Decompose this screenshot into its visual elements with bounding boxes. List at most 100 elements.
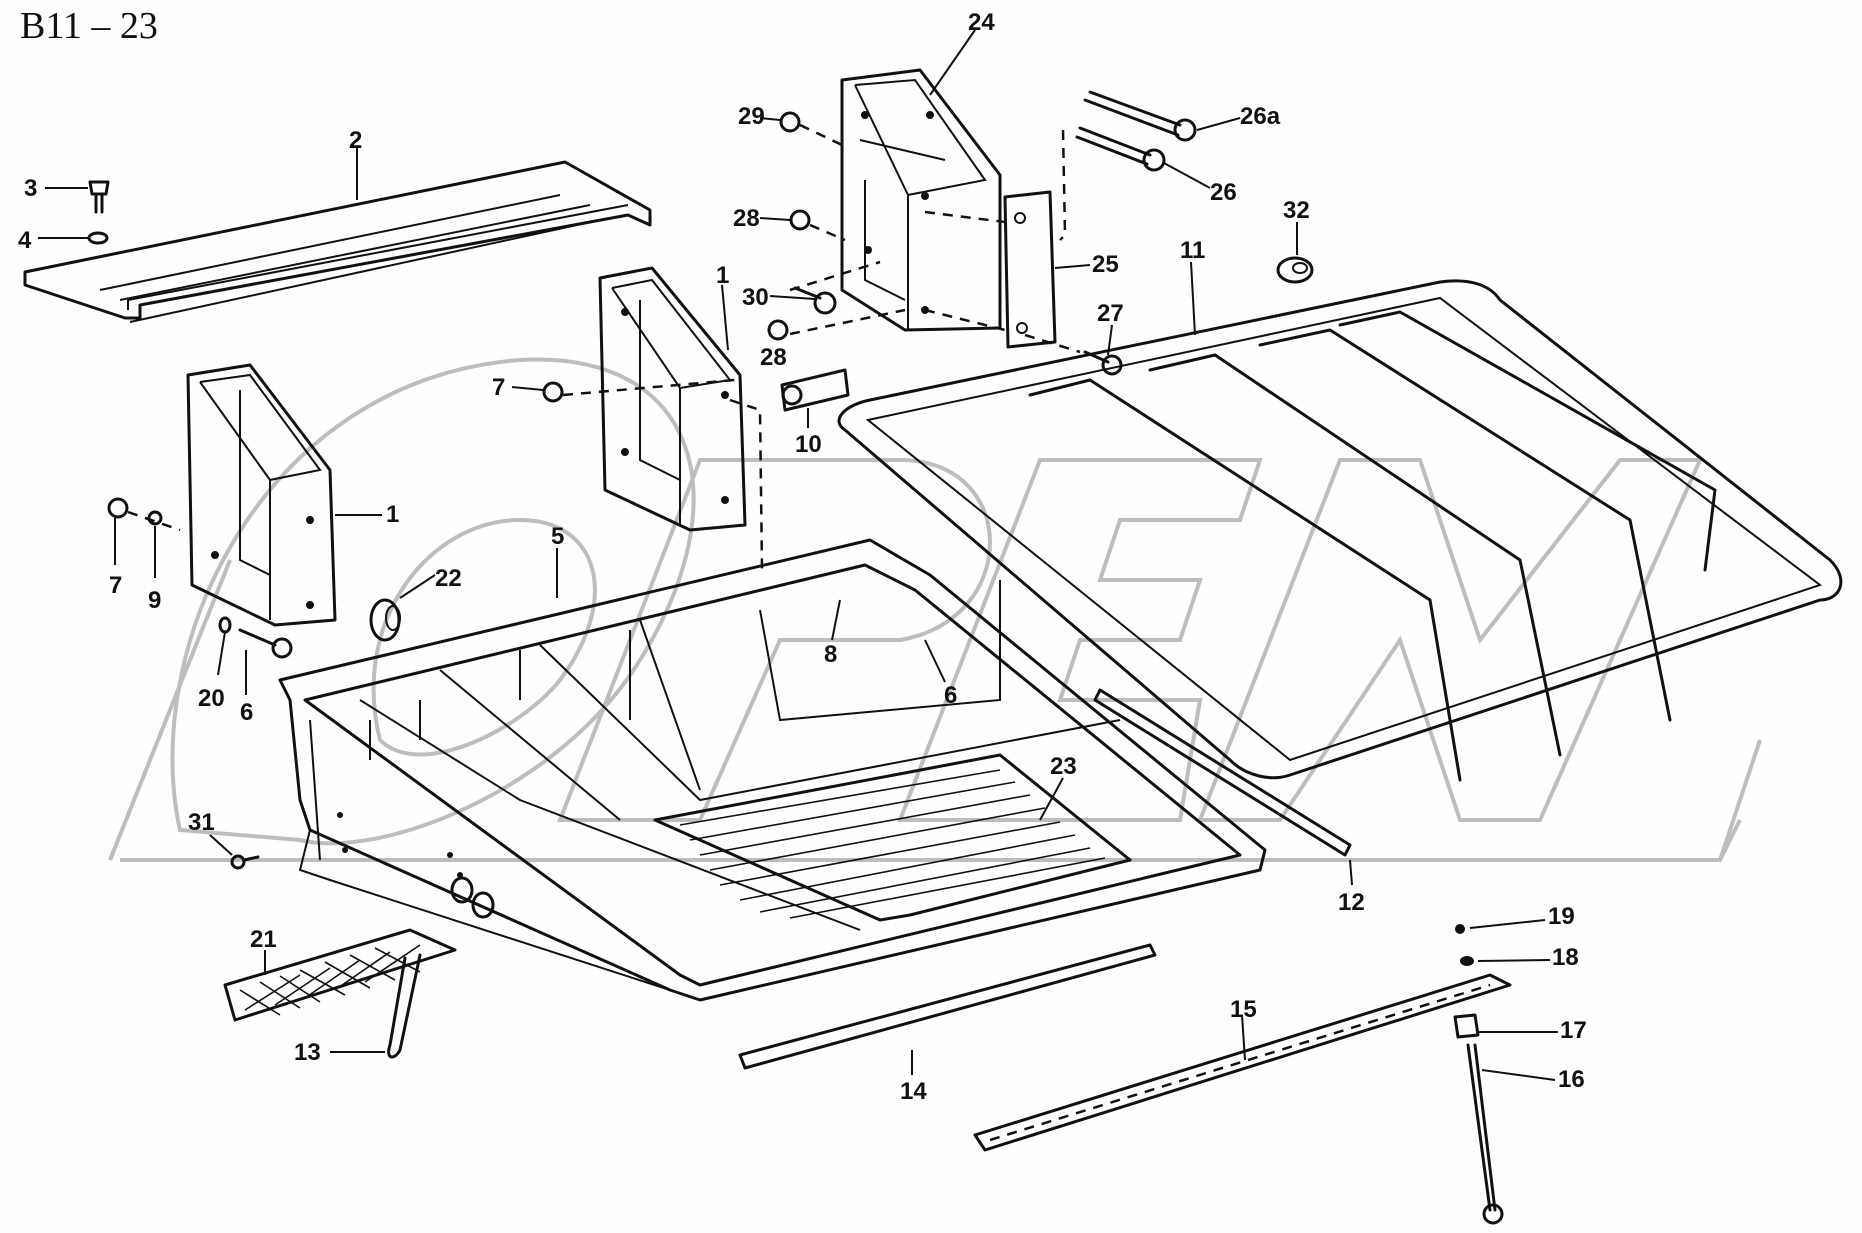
part-21-step [223, 928, 457, 1022]
leader-29 [759, 117, 781, 121]
callout-11: 11 [1180, 237, 1205, 264]
callout-23: 23 [1050, 753, 1077, 780]
assembly-line-26 [1059, 129, 1067, 241]
callout-1a: 1 [716, 262, 729, 289]
part-20-washer [218, 616, 232, 634]
callout-7a: 7 [492, 374, 505, 401]
part-1-bracket-left [186, 363, 337, 627]
assembly-line-29 [799, 123, 843, 147]
part-hook [450, 876, 495, 919]
leader-31 [209, 834, 233, 856]
part-24-bracket [840, 68, 1002, 332]
part-10-pin [780, 368, 850, 412]
part-30-screw [793, 286, 837, 315]
watermark [108, 357, 1762, 862]
callout-8: 8 [824, 641, 837, 668]
leader-24 [929, 29, 976, 96]
callout-18: 18 [1552, 944, 1579, 971]
callout-30: 30 [742, 284, 769, 311]
leader-8 [831, 599, 841, 641]
callout-2: 2 [349, 127, 362, 154]
diagram-title: B11 – 23 [20, 5, 158, 47]
callout-28a: 28 [733, 205, 760, 232]
leader-19 [1469, 919, 1546, 929]
part-18-washer [1460, 956, 1474, 966]
callout-32: 32 [1283, 197, 1310, 224]
leader-22 [399, 574, 436, 599]
callout-26a: 26a [1240, 103, 1281, 130]
part-2-rail [23, 160, 652, 323]
leader-12 [1349, 859, 1353, 886]
leader-18 [1477, 959, 1551, 962]
part-4-washer [87, 231, 109, 245]
callout-labels: 24 29 26a 28 26 32 11 25 30 28 27 2 3 4 … [18, 9, 1587, 1105]
part-32-grommet [1276, 256, 1314, 284]
leader-28a [759, 217, 791, 221]
callout-17: 17 [1560, 1017, 1587, 1044]
callout-24: 24 [968, 9, 995, 36]
part-5-battery-tray [278, 538, 1267, 1002]
leader-7a [511, 386, 544, 391]
callout-26: 26 [1210, 179, 1237, 206]
assembly-line-30 [789, 210, 1081, 354]
callout-14: 14 [900, 1078, 927, 1105]
leader-6a [924, 639, 946, 683]
part-7-nut-left [107, 497, 129, 519]
part-16-bolt [1466, 1043, 1504, 1225]
callout-1b: 1 [386, 501, 399, 528]
assembly-line-7 [127, 510, 181, 532]
leader-15 [1241, 1014, 1246, 1061]
part-26a-bolt [1083, 90, 1197, 142]
part-12-strip [1093, 688, 1352, 857]
callout-4: 4 [18, 227, 32, 254]
part-26-bolt [1075, 126, 1166, 172]
callout-22: 22 [435, 565, 462, 592]
callout-15: 15 [1230, 996, 1257, 1023]
part-3-bolt [88, 180, 110, 214]
callout-13: 13 [294, 1039, 321, 1066]
leader-27 [1107, 324, 1113, 356]
part-22-grommet [369, 598, 401, 642]
part-25-plate [1003, 190, 1057, 349]
callout-3: 3 [24, 175, 37, 202]
assembly-line-28 [809, 223, 846, 242]
callout-28b: 28 [760, 344, 787, 371]
callout-25: 25 [1092, 251, 1119, 278]
part-11-cover [837, 279, 1843, 782]
callout-6a: 6 [944, 682, 957, 709]
leader-20 [217, 631, 226, 676]
callout-27: 27 [1097, 300, 1124, 327]
part-15-rod [973, 973, 1512, 1152]
callout-6b: 6 [240, 699, 253, 726]
part-6-bolt-left [238, 628, 293, 659]
part-28-nut-upper [789, 209, 811, 231]
part-19-nut [1455, 924, 1465, 934]
part-28-nut-lower [767, 319, 789, 341]
callout-12: 12 [1338, 889, 1365, 916]
part-9-washer [147, 510, 163, 526]
callout-10: 10 [795, 431, 822, 458]
leader-26a [1196, 117, 1241, 131]
callout-20: 20 [198, 685, 225, 712]
leader-16 [1481, 1069, 1556, 1081]
callout-19: 19 [1548, 903, 1575, 930]
leader-23 [1039, 777, 1064, 821]
leader-1a [721, 284, 729, 351]
leader-30 [769, 295, 816, 300]
assembly-line-1 [729, 398, 764, 571]
part-14-strip [738, 943, 1157, 1070]
leader-11 [1190, 261, 1196, 336]
leader-26 [1163, 162, 1211, 189]
callout-31: 31 [188, 809, 215, 836]
callout-9: 9 [148, 587, 161, 614]
part-31-pin [230, 854, 260, 870]
callout-21: 21 [250, 926, 277, 953]
part-13-handle [387, 953, 422, 1059]
part-23-mat [653, 753, 1132, 922]
callout-16: 16 [1558, 1066, 1585, 1093]
callout-5: 5 [551, 523, 564, 550]
part-29-nut [779, 111, 801, 133]
part-7-nut-right [542, 381, 564, 403]
part-17-bushing [1453, 1013, 1480, 1039]
